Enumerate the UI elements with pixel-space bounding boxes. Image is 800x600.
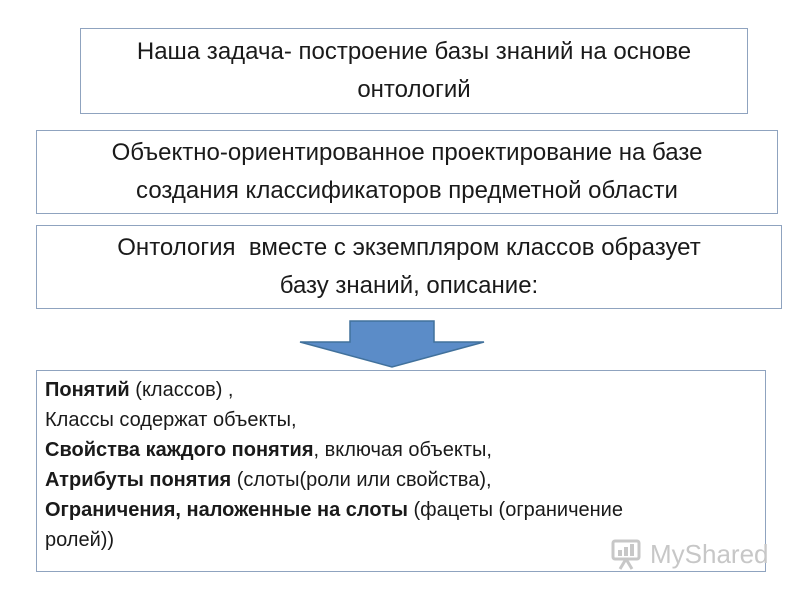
list-item-bold: Ограничения, наложенные на слоты	[45, 499, 408, 521]
ood-line-1: Объектно-ориентированное проектирование …	[111, 139, 703, 166]
watermark-text: MyShared	[650, 538, 769, 569]
ontology-box: Онтология вместе с экземпляром классов о…	[36, 225, 782, 309]
task-box: Наша задача- построение базы знаний на о…	[80, 28, 748, 114]
list-item-text: , включая объекты,	[313, 439, 492, 461]
myshared-logo-icon	[611, 539, 641, 570]
myshared-watermark: MyShared	[610, 536, 769, 572]
ontology-line-1: Онтология вместе с экземпляром классов о…	[117, 234, 701, 261]
ontology-line-2: базу знаний, описание:	[279, 272, 539, 299]
list-item: Понятий (классов) ,	[45, 375, 757, 405]
ontology-components-list: Понятий (классов) , Классы содержат объе…	[36, 370, 766, 572]
list-item-text: (классов) ,	[129, 379, 234, 401]
list-item-bold: Свойства каждого понятия	[45, 439, 314, 461]
list-item: Классы содержат объекты,	[45, 405, 757, 435]
ood-line-2: создания классификаторов предметной обла…	[136, 177, 678, 204]
list-item: ролей))	[45, 525, 757, 555]
list-item: Свойства каждого понятия, включая объект…	[45, 435, 757, 465]
list-item-text: (фацеты (ограничение	[407, 499, 623, 521]
list-item-bold: Понятий	[45, 379, 130, 401]
ood-box: Объектно-ориентированное проектирование …	[36, 130, 778, 214]
task-line-1: Наша задача- построение базы знаний на о…	[136, 38, 692, 65]
list-item: Атрибуты понятия (слоты(роли или свойств…	[45, 465, 757, 495]
list-item-text: (слоты(роли или свойства),	[231, 469, 492, 491]
list-item-text: ролей))	[45, 529, 115, 551]
down-arrow-icon	[299, 320, 485, 368]
task-line-2: онтологий	[357, 76, 471, 103]
list-item-text: Классы содержат объекты,	[45, 409, 297, 431]
list-item: Ограничения, наложенные на слоты (фацеты…	[45, 495, 757, 525]
list-item-bold: Атрибуты понятия	[45, 469, 232, 491]
